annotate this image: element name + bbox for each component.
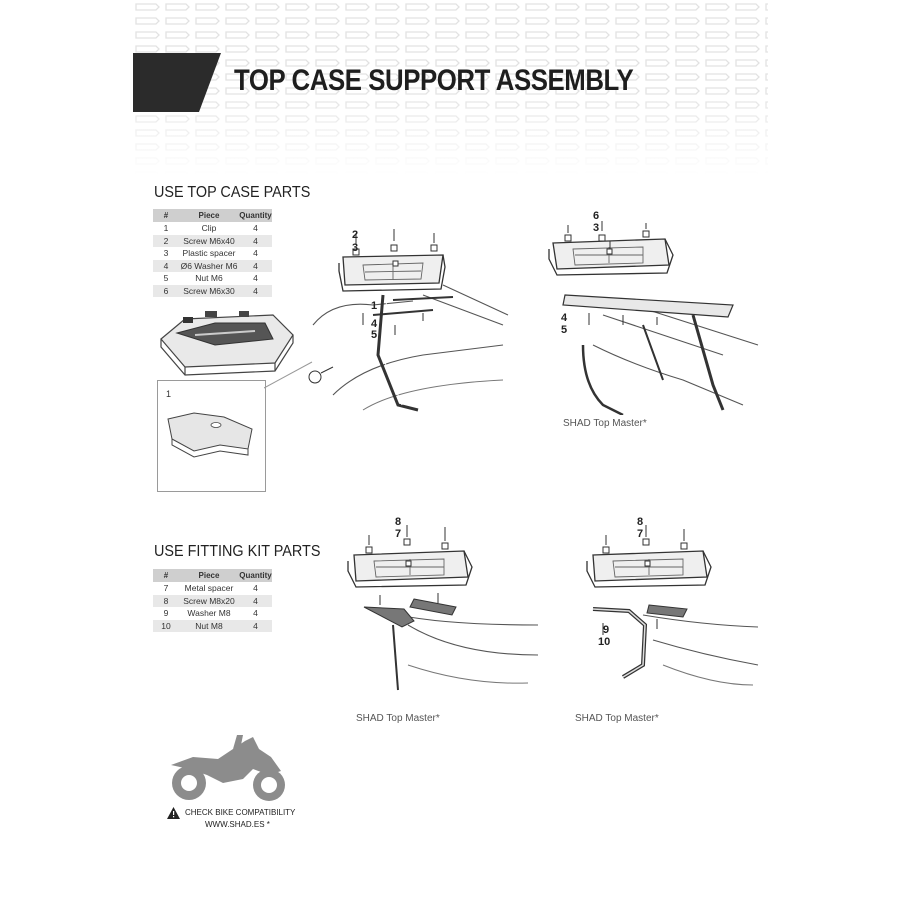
cell-piece: Plastic spacer — [182, 248, 236, 259]
d1-callout-5: 5 — [371, 329, 378, 341]
table-row: 4 Ø6 Washer M6 4 — [153, 259, 272, 272]
d4-callout-10: 10 — [598, 636, 611, 648]
cell-number: 8 — [153, 594, 179, 607]
diagram-4-rack-assembly — [586, 525, 759, 686]
instruction-page: TOP CASE SUPPORT ASSEMBLY USE TOP CASE P… — [133, 0, 768, 900]
cell-piece: Nut M6 — [195, 273, 223, 284]
d1-callout-4: 4 — [371, 318, 378, 330]
compatibility-line-2: WWW.SHAD.ES * — [205, 820, 270, 829]
cell-quantity: 4 — [239, 284, 272, 297]
title-block-shape — [133, 53, 221, 112]
section-title-top-case: USE TOP CASE PARTS — [154, 184, 311, 201]
d2-callout-6: 6 — [593, 210, 600, 222]
cell-number: 6 — [153, 284, 179, 297]
cell-quantity: 4 — [239, 619, 272, 632]
cell-number: 7 — [163, 583, 169, 594]
fitting-kit-parts-table: # Piece Quantity 7 Metal spacer 4 8 Scre… — [153, 569, 272, 632]
cell-piece: Metal spacer — [184, 583, 234, 594]
cell-quantity: 4 — [239, 259, 272, 272]
table-row: 7 Metal spacer 4 — [153, 582, 272, 595]
d3-caption: SHAD Top Master* — [356, 713, 440, 724]
top-case-base-illustration — [160, 311, 294, 376]
cell-number: 1 — [163, 223, 169, 234]
top-case-parts-table: # Piece Quantity 1 Clip 4 2 Screw M6x40 … — [153, 209, 272, 297]
d1-callout-2: 2 — [352, 229, 359, 241]
cell-quantity: 4 — [253, 223, 258, 234]
cell-number: 5 — [163, 273, 169, 284]
cell-piece: Screw M8x20 — [179, 594, 239, 607]
d4-callout-8: 8 — [637, 516, 644, 528]
d1-callout-3: 3 — [352, 242, 359, 254]
cell-number: 2 — [153, 234, 179, 247]
col-number: # — [153, 209, 179, 222]
table-row: 5 Nut M6 4 — [153, 272, 272, 285]
d3-callout-7: 7 — [395, 528, 402, 540]
compatibility-line-1: CHECK BIKE COMPATIBILITY — [185, 808, 296, 817]
d1-callout-1: 1 — [371, 300, 378, 312]
d3-callout-8: 8 — [395, 516, 402, 528]
motorcycle-silhouette — [171, 735, 285, 801]
cell-quantity: 4 — [239, 594, 272, 607]
clip-detail-box: 1 — [157, 380, 266, 492]
table-row: 2 Screw M6x40 4 — [153, 234, 272, 247]
d4-callout-7: 7 — [637, 528, 644, 540]
table-header-row: # Piece Quantity — [153, 209, 272, 222]
d2-callout-5: 5 — [561, 324, 568, 336]
cell-quantity: 4 — [253, 273, 258, 284]
col-quantity: Quantity — [239, 569, 272, 582]
compatibility-notice: CHECK BIKE COMPATIBILITY WWW.SHAD.ES * — [163, 735, 296, 835]
table-row: 1 Clip 4 — [153, 222, 272, 235]
d4-caption: SHAD Top Master* — [575, 713, 659, 724]
cell-piece: Ø6 Washer M6 — [179, 259, 239, 272]
d4-callout-9: 9 — [603, 624, 610, 636]
cell-piece: Washer M8 — [187, 608, 231, 619]
diagram-3-rack-assembly — [347, 525, 538, 691]
cell-quantity: 4 — [253, 583, 258, 594]
cell-quantity: 4 — [253, 248, 258, 259]
table-row: 10 Nut M8 4 — [153, 619, 272, 632]
clip-part-drawing — [167, 412, 253, 458]
cell-piece: Screw M6x40 — [179, 234, 239, 247]
cell-piece: Nut M8 — [179, 619, 239, 632]
diagram-1-rack-assembly — [308, 229, 509, 412]
cell-number: 9 — [163, 608, 169, 619]
warning-triangle-icon — [167, 807, 180, 819]
col-number: # — [153, 569, 179, 582]
d2-caption: SHAD Top Master* — [563, 418, 647, 429]
cell-quantity: 4 — [253, 608, 258, 619]
page-title: TOP CASE SUPPORT ASSEMBLY — [234, 64, 634, 97]
clip-detail-label: 1 — [166, 389, 172, 399]
cell-number: 4 — [153, 259, 179, 272]
col-quantity: Quantity — [239, 209, 272, 222]
cell-piece: Clip — [201, 223, 217, 234]
d2-callout-3: 3 — [593, 222, 600, 234]
leader-line — [264, 361, 313, 389]
table-row: 3 Plastic spacer 4 — [153, 247, 272, 260]
cell-number: 10 — [153, 619, 179, 632]
cell-number: 3 — [163, 248, 169, 259]
cell-piece: Screw M6x30 — [179, 284, 239, 297]
col-piece: Piece — [179, 569, 239, 582]
background-logo-pattern — [133, 0, 768, 175]
diagram-2-rack-assembly — [548, 221, 759, 415]
table-header-row: # Piece Quantity — [153, 569, 272, 582]
col-piece: Piece — [179, 209, 239, 222]
section-title-fitting-kit: USE FITTING KIT PARTS — [154, 543, 321, 560]
table-row: 8 Screw M8x20 4 — [153, 594, 272, 607]
d2-callout-4: 4 — [561, 312, 568, 324]
table-row: 6 Screw M6x30 4 — [153, 284, 272, 297]
table-row: 9 Washer M8 4 — [153, 607, 272, 620]
cell-quantity: 4 — [239, 234, 272, 247]
